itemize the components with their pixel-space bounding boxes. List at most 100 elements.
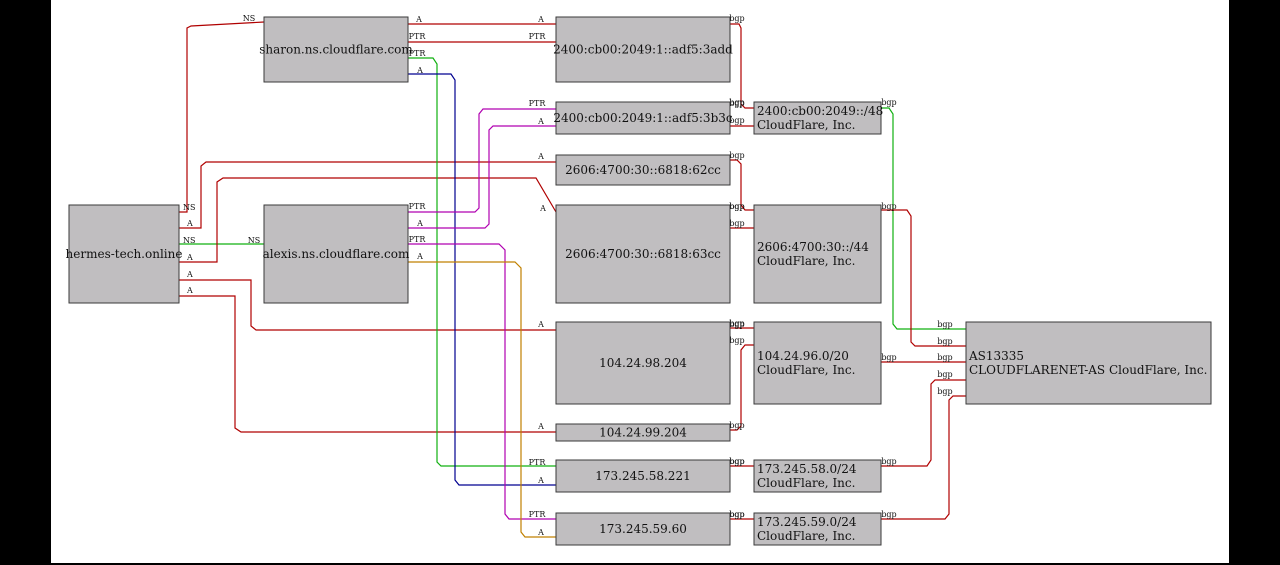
- edge-label-sharon-ip4c-a-head: A: [537, 476, 544, 485]
- edge-ip6a-net1-bgp: [730, 23, 754, 109]
- edge-label-ip4b-net3-bgp-tail: bgp: [729, 421, 744, 430]
- edge-label-net2-asn-bgp-tail: bgp: [881, 202, 896, 211]
- edge-alexis-ip4d-ptr: [408, 243, 556, 520]
- edge-label-hermes-alexis-ns-head: NS: [248, 236, 260, 245]
- edge-ip6c-net2-bgp: [730, 159, 754, 211]
- edge-label-hermes-ip6d-a-head: A: [539, 204, 546, 213]
- edge-label-ip6c-net2-bgp-head: bgp: [729, 202, 744, 211]
- edge-net4-asn-bgp: [881, 379, 966, 467]
- node-label-net2-0: 2606:4700:30::/44: [757, 240, 869, 254]
- node-alexis: alexis.ns.cloudflare.com: [263, 204, 410, 304]
- edge-label-net2-asn-bgp-head: bgp: [937, 337, 952, 346]
- node-label-hermes-0: hermes-tech.online: [66, 247, 183, 261]
- node-box-net2: [753, 204, 882, 304]
- edge-label-sharon-ip4c-ptr-tail: PTR: [409, 49, 427, 58]
- edge-net2-asn-bgp: [881, 209, 966, 347]
- node-label-ip6a-0: 2400:cb00:2049:1::adf5:3add: [553, 43, 733, 57]
- edge-hermes-ip6d-a: [179, 177, 557, 263]
- edge-label-alexis-ip4d-ptr-head: PTR: [529, 510, 547, 519]
- edge-hermes-ip4a-a: [179, 279, 556, 331]
- edge-label-hermes-ip6d-a-tail: A: [186, 253, 193, 262]
- node-label-sharon-0: sharon.ns.cloudflare.com: [259, 43, 413, 57]
- node-label-ip4c-0: 173.245.58.221: [595, 469, 690, 483]
- edge-label-net1-asn-bgp-head: bgp: [937, 320, 952, 329]
- edge-label-ip4d-net5-bgp-head: bgp: [729, 510, 744, 519]
- node-ip6a: 2400:cb00:2049:1::adf5:3add: [553, 16, 733, 83]
- node-box-ip6a: [555, 16, 731, 83]
- edge-label-alexis-ip6b-ptr-head: PTR: [529, 99, 547, 108]
- edge-label-ip4c-net4-bgp-head: bgp: [729, 457, 744, 466]
- edge-label-ip6b-net1-bgp-tail: bgp: [729, 99, 744, 108]
- edge-label-alexis-ip6b-a-head: A: [537, 117, 544, 126]
- edge-sharon-ip4c-a: [408, 73, 556, 486]
- edge-net5-asn-bgp: [881, 395, 966, 520]
- edge-label-net3-asn-bgp-tail: bgp: [881, 353, 896, 362]
- node-box-ip4b: [555, 423, 731, 442]
- edge-sharon-ip4c-ptr: [408, 57, 556, 467]
- edge-label-hermes-ip4a-a-head: A: [537, 320, 544, 329]
- edge-label-ip6d-net2-bgp-tail: bgp: [729, 202, 744, 211]
- edge-alexis-ip6b-ptr: [408, 108, 556, 213]
- node-label-net3-1: CloudFlare, Inc.: [757, 363, 855, 377]
- edge-net1-asn-bgp: [881, 107, 966, 330]
- node-ip4c: 173.245.58.221: [555, 459, 731, 493]
- edge-alexis-ip6b-a: [408, 125, 556, 229]
- node-label-net3-0: 104.24.96.0/20: [757, 349, 849, 363]
- node-box-net5: [753, 512, 882, 546]
- node-label-net4-0: 173.245.58.0/24: [757, 462, 857, 476]
- node-label-ip4a-0: 104.24.98.204: [599, 356, 687, 370]
- edge-hermes-ip4b-a: [179, 295, 556, 433]
- edge-hermes-ip6c-a: [179, 161, 556, 229]
- edge-label-net1-asn-bgp-tail: bgp: [881, 98, 896, 107]
- edge-label-sharon-ip6a-a-tail: A: [415, 15, 422, 24]
- node-box-ip6c: [555, 154, 731, 186]
- edge-ip4b-net3-bgp: [730, 344, 754, 431]
- edge-label-alexis-ip4d-a-head: A: [537, 528, 544, 537]
- node-ip6c: 2606:4700:30::6818:62cc: [555, 154, 731, 186]
- node-box-alexis: [263, 204, 409, 304]
- node-sharon: sharon.ns.cloudflare.com: [259, 16, 413, 83]
- node-label-ip6c-0: 2606:4700:30::6818:62cc: [565, 163, 721, 177]
- node-box-ip6d: [555, 204, 731, 304]
- edge-label-net5-asn-bgp-tail: bgp: [881, 510, 896, 519]
- edge-label-hermes-ip6c-a-head: A: [537, 152, 544, 161]
- edge-label-alexis-ip4d-ptr-tail: PTR: [409, 235, 427, 244]
- node-box-ip4c: [555, 459, 731, 493]
- node-label-net5-1: CloudFlare, Inc.: [757, 529, 855, 543]
- node-box-net1: [753, 101, 882, 135]
- edge-label-ip4b-net3-bgp-head: bgp: [729, 336, 744, 345]
- edge-hermes-sharon-ns: [179, 21, 265, 213]
- node-label-net1-1: CloudFlare, Inc.: [757, 118, 855, 132]
- edge-alexis-ip4d-a: [408, 261, 556, 538]
- edge-label-ip6a-net1-bgp-head: bgp: [729, 98, 744, 107]
- node-label-ip4d-0: 173.245.59.60: [599, 522, 687, 536]
- node-box-asn: [965, 321, 1212, 405]
- edge-label-sharon-ip4c-ptr-head: PTR: [529, 458, 547, 467]
- node-box-net4: [753, 459, 882, 493]
- edge-label-hermes-alexis-ns-tail: NS: [183, 236, 195, 245]
- edge-label-hermes-ip6c-a-tail: A: [186, 219, 193, 228]
- edge-labels-layer: NSNSNSNSAAAAAAAAAAPTRPTRPTRPTRAAPTRPTRAA…: [183, 14, 953, 537]
- edges-layer: [179, 21, 966, 538]
- node-ip6b: 2400:cb00:2049:1::adf5:3b3c: [553, 101, 733, 135]
- edge-label-sharon-ip4c-a-tail: A: [416, 66, 423, 75]
- node-box-sharon: [263, 16, 409, 83]
- node-label-asn-1: CLOUDFLARENET-AS CloudFlare, Inc.: [969, 363, 1207, 377]
- edge-label-hermes-ip4a-a-tail: A: [186, 270, 193, 279]
- edge-label-alexis-ip4d-a-tail: A: [416, 252, 423, 261]
- edge-label-net4-asn-bgp-head: bgp: [937, 370, 952, 379]
- edge-label-alexis-ip6b-ptr-tail: PTR: [409, 202, 427, 211]
- edge-label-net3-asn-bgp-head: bgp: [937, 353, 952, 362]
- node-box-ip4a: [555, 321, 731, 405]
- node-ip4a: 104.24.98.204: [555, 321, 731, 405]
- node-label-ip6b-0: 2400:cb00:2049:1::adf5:3b3c: [553, 111, 733, 125]
- node-box-ip4d: [555, 512, 731, 546]
- node-box-hermes: [68, 204, 180, 304]
- edge-label-sharon-ip6a-ptr-tail: PTR: [409, 32, 427, 41]
